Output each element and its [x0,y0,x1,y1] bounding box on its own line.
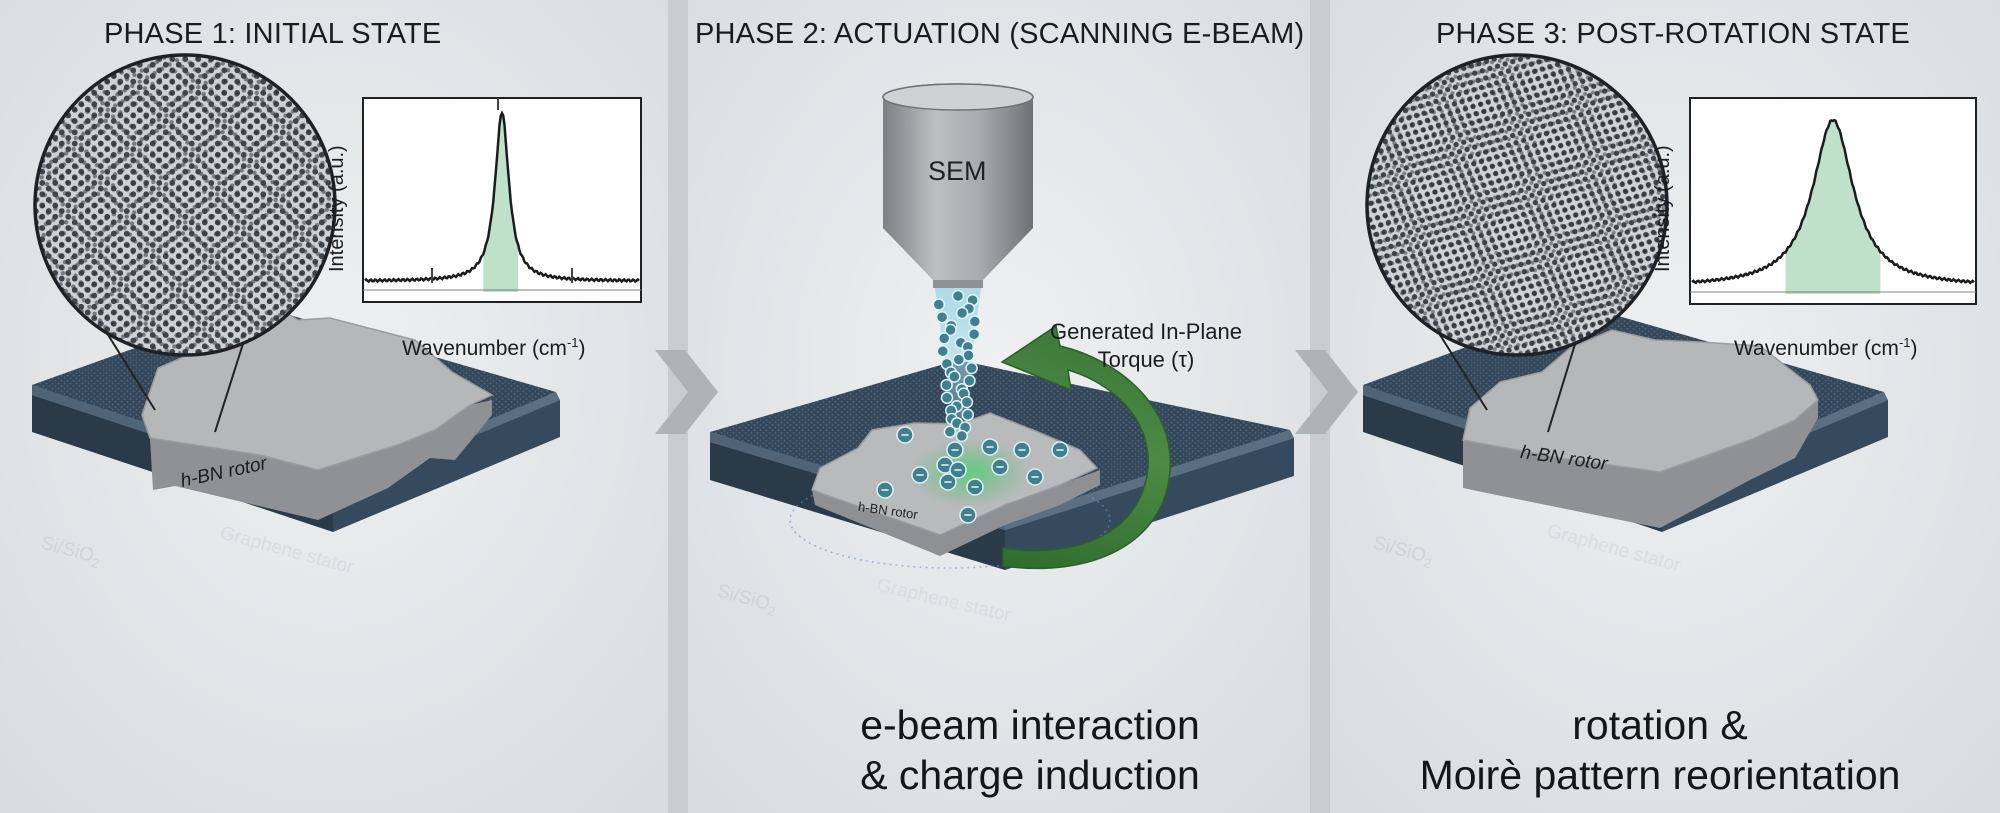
phase-2-title: PHASE 2: ACTUATION (SCANNING E-BEAM) [695,18,1305,50]
phase-1-title: PHASE 1: INITIAL STATE [104,18,442,50]
moire-zoom-3 [1365,53,1669,357]
electron-dot [943,425,957,439]
electron-dot [952,353,966,366]
chevron-right-icon [1295,350,1358,434]
electron-dot [940,378,953,392]
torque-arrow-icon [1000,324,1171,570]
electron-dot [936,344,950,358]
sem-column [882,83,1034,288]
spectrum-3 [1689,97,1977,305]
spectrum-1 [362,97,642,303]
electron-dot [967,327,981,341]
y-axis-label: Intensity (a.u.) [1652,145,1674,272]
electron-dot [932,298,946,311]
x-axis-label: Wavenumber (cm-1) [1734,335,1918,360]
electron-dot [937,332,951,345]
phase-3-title: PHASE 3: POST-ROTATION STATE [1436,18,1910,50]
panel-3-device [1363,305,1888,532]
electron-dot [960,395,974,409]
electron-dot [951,289,965,303]
electron-dot [963,374,976,388]
electron-dot [968,315,982,328]
electron-dot [965,361,978,375]
electron-dot [955,306,969,320]
electron-dot [961,408,975,422]
y-axis-label: Intensity (a.u.) [326,145,348,272]
electron-charges [876,289,1069,524]
x-axis-label: Wavenumber (cm-1) [402,335,586,360]
sem-label: SEM [928,156,987,186]
electron-dot [940,391,954,405]
electron-dot [935,310,949,324]
electron-dot [944,323,957,337]
electron-dot [948,370,961,383]
chevron-right-icon [655,350,718,434]
phase-3-caption: rotation &Moirè pattern reorientation [1419,702,1901,798]
panel-1-device [32,297,560,532]
phase-2-caption: e-beam interaction& charge induction [860,702,1200,798]
electron-dot [955,429,969,443]
moire-zoom-1 [33,53,337,357]
